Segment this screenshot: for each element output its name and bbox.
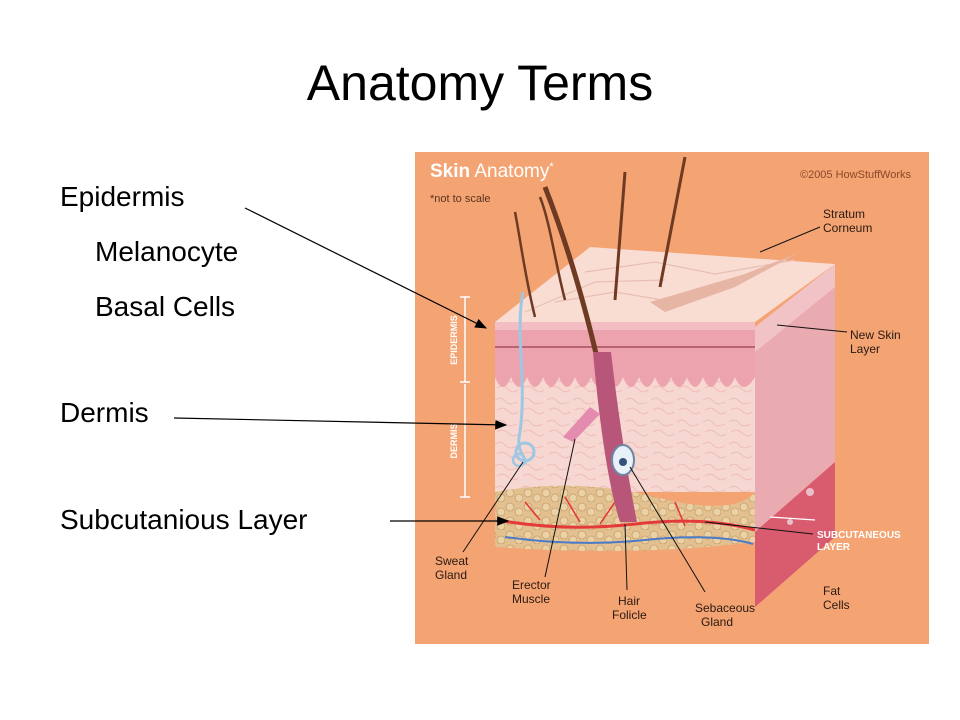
figure-note: *not to scale	[430, 193, 491, 205]
epidermis-layer	[495, 322, 755, 377]
slide-title: Anatomy Terms	[306, 55, 654, 111]
term-melanocyte: Melanocyte	[95, 236, 239, 267]
figure-title: Skin Anatomy*	[430, 161, 554, 182]
side-label-dermis: DERMIS	[449, 423, 459, 458]
term-epidermis: Epidermis	[60, 181, 185, 212]
stratum-corneum-flake	[650, 252, 800, 312]
side-subcutaneous	[755, 462, 835, 607]
erector-muscle	[563, 407, 600, 442]
skin-anatomy-figure: Skin Anatomy* *not to scale ©2005 HowStu…	[415, 152, 929, 644]
term-dermis: Dermis	[60, 397, 149, 428]
dermal-papillae	[495, 377, 755, 387]
side-label-epidermis: EPIDERMIS	[449, 315, 459, 365]
hair-follicle	[593, 352, 637, 522]
term-subcutaneous: Subcutanious Layer	[60, 504, 308, 535]
side-epidermis	[755, 264, 835, 352]
figure-copyright: ©2005 HowStuffWorks	[800, 169, 912, 181]
term-basal-cells: Basal Cells	[95, 291, 236, 322]
pointer-dermis	[173, 417, 508, 430]
skin-surface	[495, 247, 835, 322]
pointer-epidermis	[244, 207, 488, 329]
